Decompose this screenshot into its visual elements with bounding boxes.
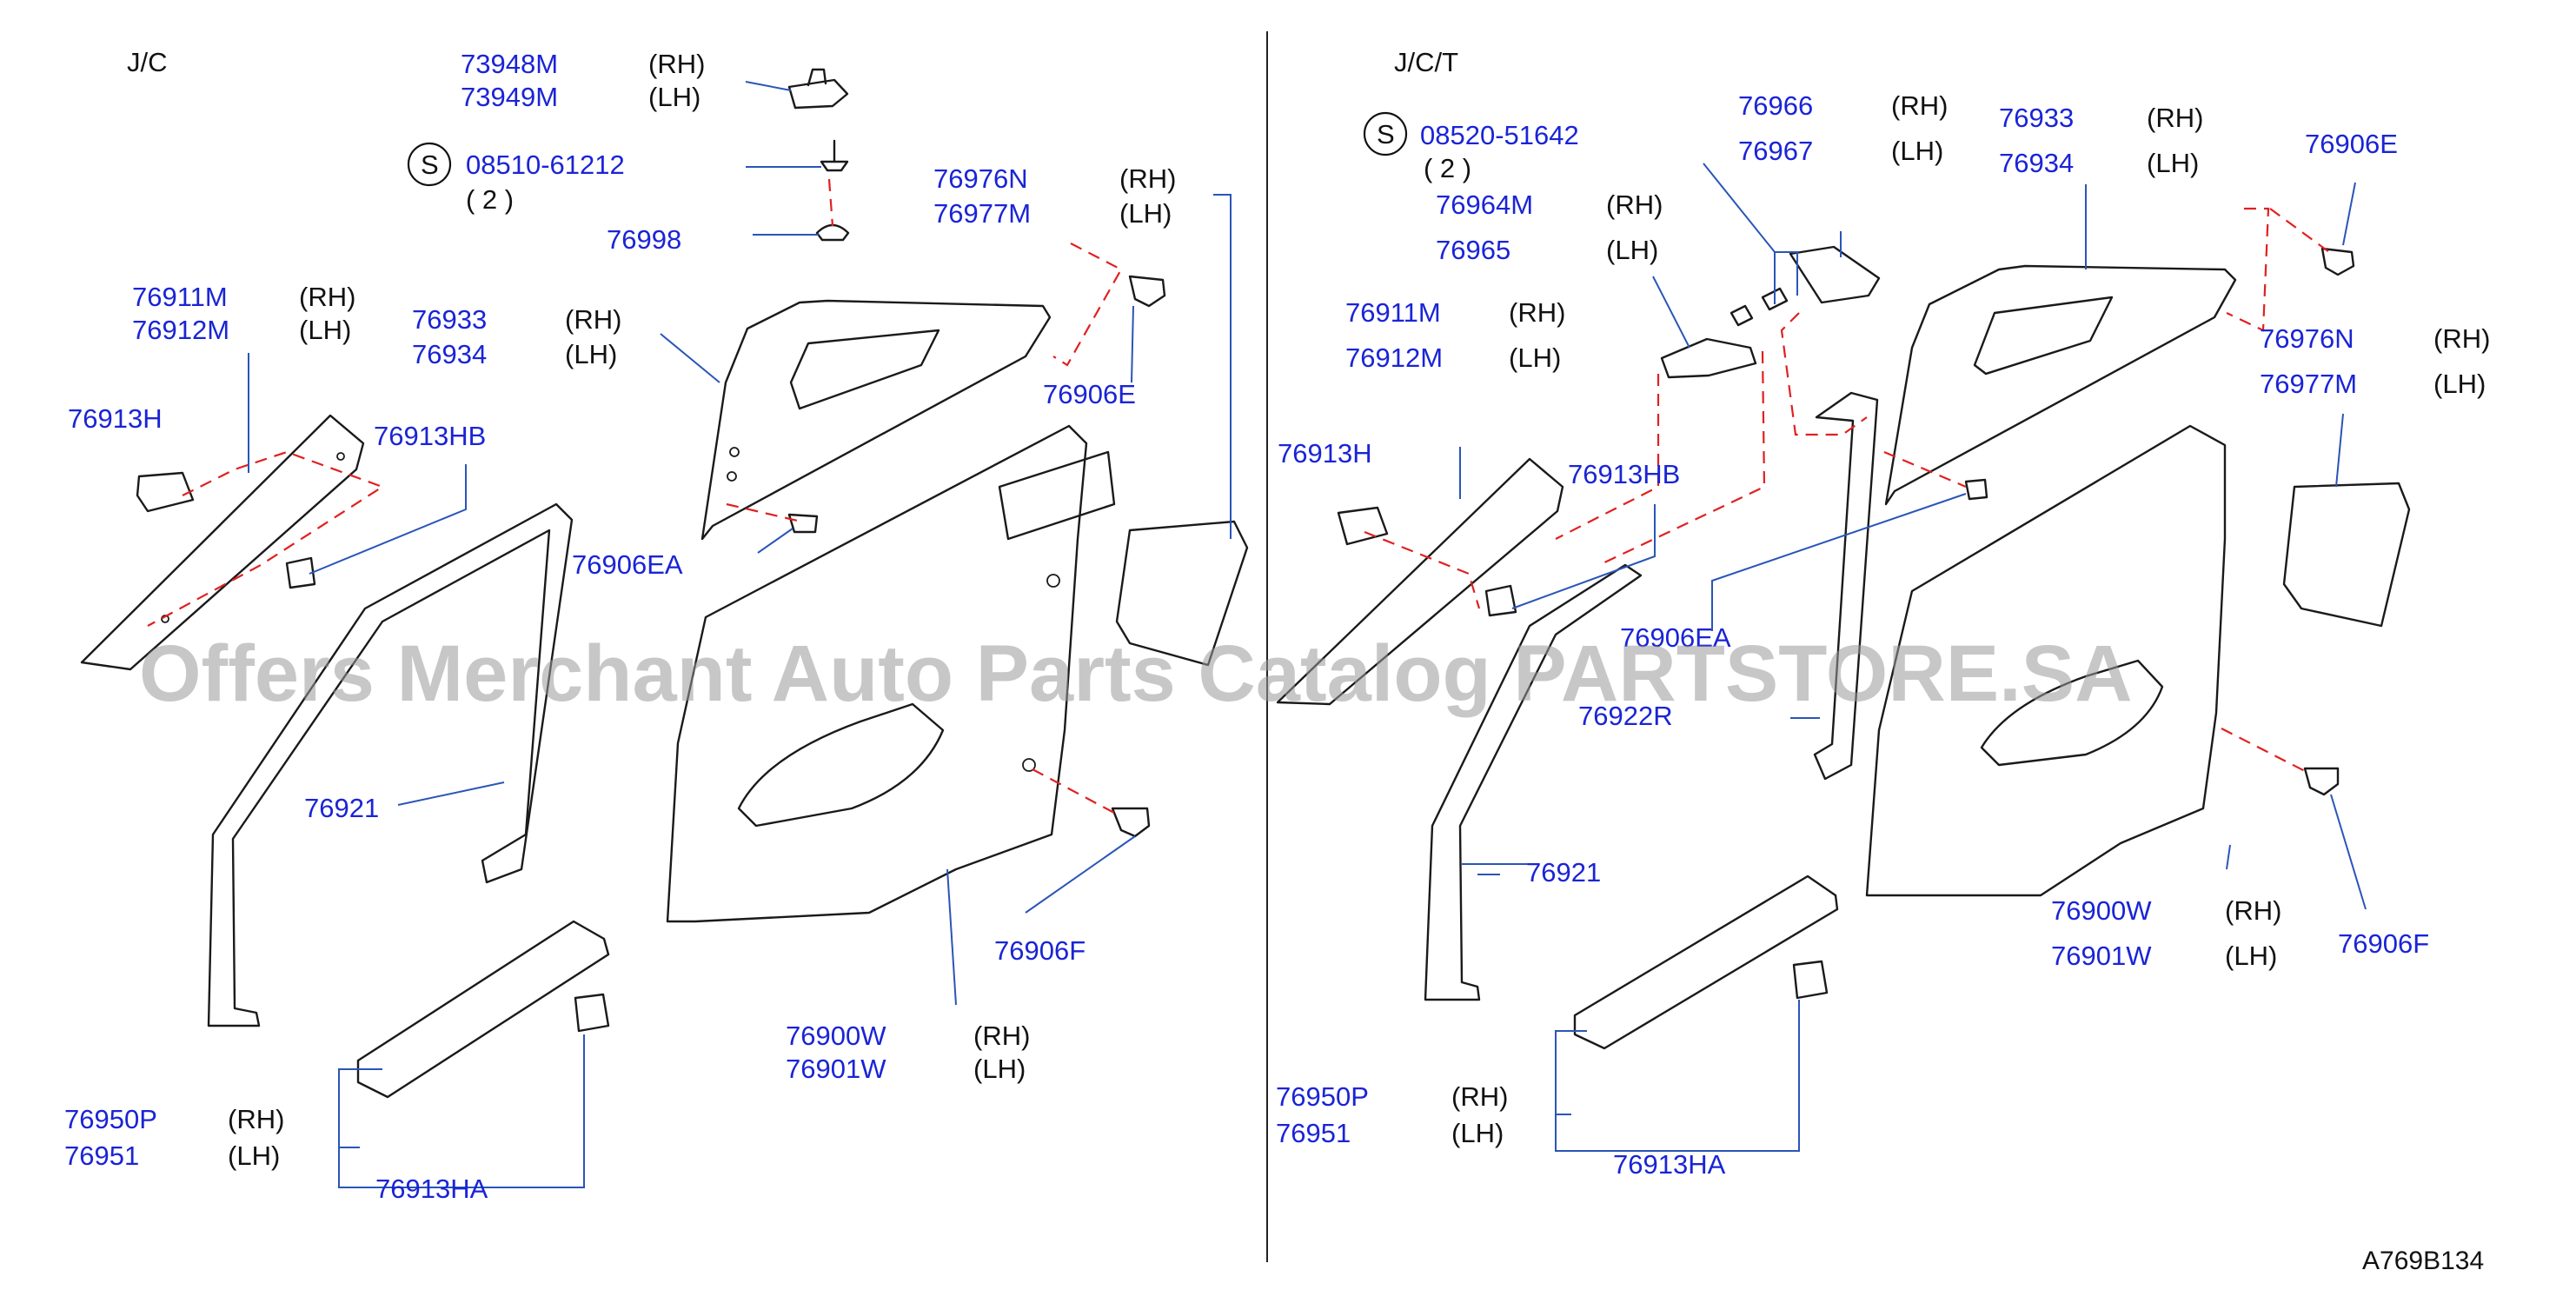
label-76976n-side: (RH) (1119, 163, 1176, 194)
left-labels: 73948M (RH) 73949M (LH) S 08510-61212 ( … (64, 49, 1176, 1204)
label-76951: 76951 (64, 1140, 139, 1171)
standard-part-letter-left: S (421, 150, 439, 180)
label-76964m-side: (RH) (1606, 190, 1663, 220)
label-73949m: 73949M (461, 82, 558, 112)
label-76901w-r-side: (LH) (2225, 941, 2277, 971)
label-76901w: 76901W (786, 1054, 886, 1084)
label-76900w-r: 76900W (2051, 895, 2152, 926)
label-76913hb-r: 76913HB (1568, 459, 1680, 489)
label-76964m: 76964M (1436, 190, 1533, 220)
left-part-drawings (80, 68, 1249, 1099)
label-76933: 76933 (412, 304, 487, 335)
label-76913ha: 76913HA (375, 1174, 488, 1204)
label-73948m-side: (RH) (648, 49, 705, 79)
label-76967-side: (LH) (1891, 136, 1943, 166)
standard-part-letter-right: S (1377, 119, 1395, 150)
label-76906e-r: 76906E (2305, 129, 2398, 159)
label-76912m-r: 76912M (1345, 342, 1443, 373)
label-76965-side: (LH) (1606, 235, 1658, 265)
label-76913hb: 76913HB (374, 421, 486, 451)
label-76966-side: (RH) (1891, 90, 1948, 121)
label-76950p-r-side: (RH) (1451, 1081, 1508, 1112)
label-76934-side: (LH) (565, 339, 617, 369)
label-76906e: 76906E (1043, 379, 1136, 409)
right-part-drawings (1276, 245, 2411, 1050)
label-76911m-r: 76911M (1345, 297, 1441, 328)
label-76950p-r: 76950P (1276, 1081, 1369, 1112)
label-76933-side: (RH) (565, 304, 621, 335)
label-76912m: 76912M (132, 315, 229, 345)
section-header-left: J/C (127, 47, 168, 77)
label-76933-r: 76933 (1999, 103, 2074, 133)
label-screw-qty-left: ( 2 ) (466, 184, 514, 215)
right-leader-lines (1459, 163, 2367, 1152)
label-08520-51642: 08520-51642 (1420, 120, 1579, 150)
label-76912m-side: (LH) (299, 315, 351, 345)
label-76951-r-side: (LH) (1451, 1118, 1504, 1148)
label-76922r: 76922R (1578, 701, 1673, 731)
label-76901w-r: 76901W (2051, 941, 2152, 971)
label-76906ea: 76906EA (572, 549, 683, 580)
label-76906f: 76906F (994, 935, 1086, 966)
label-76951-side: (LH) (228, 1140, 280, 1171)
right-labels: S 08520-51642 ( 2 ) 76966 (RH) 76967 (LH… (1276, 90, 2490, 1180)
section-header-right: J/C/T (1394, 47, 1458, 77)
standard-part-mark-right (1363, 111, 1408, 156)
label-76967: 76967 (1738, 136, 1813, 166)
label-76913ha-r: 76913HA (1613, 1149, 1726, 1180)
label-76965: 76965 (1436, 235, 1510, 265)
label-76913h: 76913H (68, 403, 163, 434)
label-08510-61212: 08510-61212 (466, 150, 625, 180)
label-76906ea-r: 76906EA (1620, 622, 1731, 653)
label-76976n: 76976N (933, 163, 1028, 194)
left-assembly-dashes (147, 178, 1123, 814)
label-76901w-side: (LH) (973, 1054, 1026, 1084)
label-screw-qty-right: ( 2 ) (1424, 153, 1471, 183)
label-76950p: 76950P (64, 1104, 157, 1134)
label-76913h-r: 76913H (1278, 438, 1372, 469)
label-76998: 76998 (607, 224, 681, 255)
label-76977m-side: (LH) (1119, 198, 1172, 229)
left-leader-lines (248, 81, 1232, 1188)
label-76934-r-side: (LH) (2147, 148, 2199, 178)
label-76906f-r: 76906F (2338, 928, 2429, 959)
diagram-code: A769B134 (2362, 1247, 2484, 1275)
label-76934-r: 76934 (1999, 148, 2074, 178)
label-73948m: 73948M (461, 49, 558, 79)
watermark: Offers Merchant Auto Parts Catalog PARTS… (139, 629, 2133, 718)
label-76900w-side: (RH) (973, 1021, 1030, 1051)
label-76933-r-side: (RH) (2147, 103, 2203, 133)
label-76950p-side: (RH) (228, 1104, 284, 1134)
label-76912m-r-side: (LH) (1509, 342, 1561, 373)
label-76911m-side: (RH) (299, 282, 355, 312)
label-76921: 76921 (304, 793, 379, 823)
label-76977m: 76977M (933, 198, 1031, 229)
label-76977m-r-side: (LH) (2433, 369, 2486, 399)
right-assembly-dashes (1364, 207, 2330, 773)
standard-part-mark-left (407, 142, 452, 187)
label-76976n-r: 76976N (2260, 323, 2354, 354)
label-76976n-r-side: (RH) (2433, 323, 2490, 354)
label-76977m-r: 76977M (2260, 369, 2357, 399)
label-76966: 76966 (1738, 90, 1813, 121)
label-76921-r: 76921 (1526, 857, 1601, 888)
label-76911m-r-side: (RH) (1509, 297, 1565, 328)
label-76900w: 76900W (786, 1021, 886, 1051)
label-76934: 76934 (412, 339, 487, 369)
label-73949m-side: (LH) (648, 82, 700, 112)
label-76951-r: 76951 (1276, 1118, 1351, 1148)
label-76900w-r-side: (RH) (2225, 895, 2281, 926)
label-76911m: 76911M (132, 282, 228, 312)
